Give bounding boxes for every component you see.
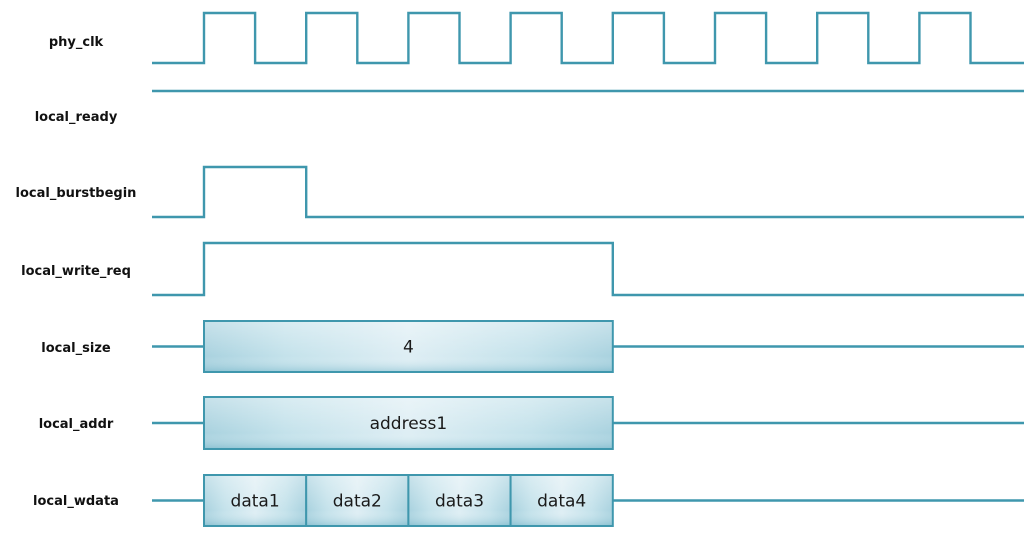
signal-waveforms: 4 address1 data1 data2 data3 data4 (152, 11, 1024, 527)
bus-segment-local_wdata: data3 (407, 474, 512, 527)
bus-segment-value: data3 (435, 492, 484, 512)
bus-segment-shade (205, 476, 306, 525)
signal-labels: phy_clk local_ready local_burstbegin local_… (16, 35, 137, 509)
signal-label-phy_clk: phy_clk (49, 35, 104, 50)
waveform-phy_clk (152, 11, 1024, 65)
bus-segment-local_wdata: data4 (509, 474, 614, 527)
bus-segment-value: 4 (403, 338, 414, 358)
bus-segment-shade (409, 476, 510, 525)
bus-segment-local_size: 4 (203, 320, 614, 373)
bus-segment-value: data4 (537, 492, 586, 512)
waveform-local_burstbegin (152, 165, 1024, 219)
bus-segment-local_wdata: data2 (305, 474, 410, 527)
signal-label-local_size: local_size (41, 341, 111, 356)
bus-segment-local_wdata: data1 (203, 474, 308, 527)
bus-segment-value: address1 (370, 414, 448, 434)
signal-label-local_write_req: local_write_req (21, 264, 131, 279)
bus-segment-shade (205, 398, 612, 448)
bus-segment-shade (205, 322, 612, 371)
signal-label-local_burstbegin: local_burstbegin (16, 186, 137, 201)
bus-segment-value: data2 (333, 492, 382, 512)
signal-label-local_ready: local_ready (35, 110, 118, 125)
waveform-local_write_req (152, 241, 1024, 297)
signal-label-local_wdata: local_wdata (33, 494, 119, 509)
bus-segment-shade (307, 476, 408, 525)
bus-segment-shade (511, 476, 612, 525)
bus-segment-local_addr: address1 (203, 396, 614, 450)
bus-segment-value: data1 (231, 492, 280, 512)
signal-label-local_addr: local_addr (39, 417, 114, 432)
